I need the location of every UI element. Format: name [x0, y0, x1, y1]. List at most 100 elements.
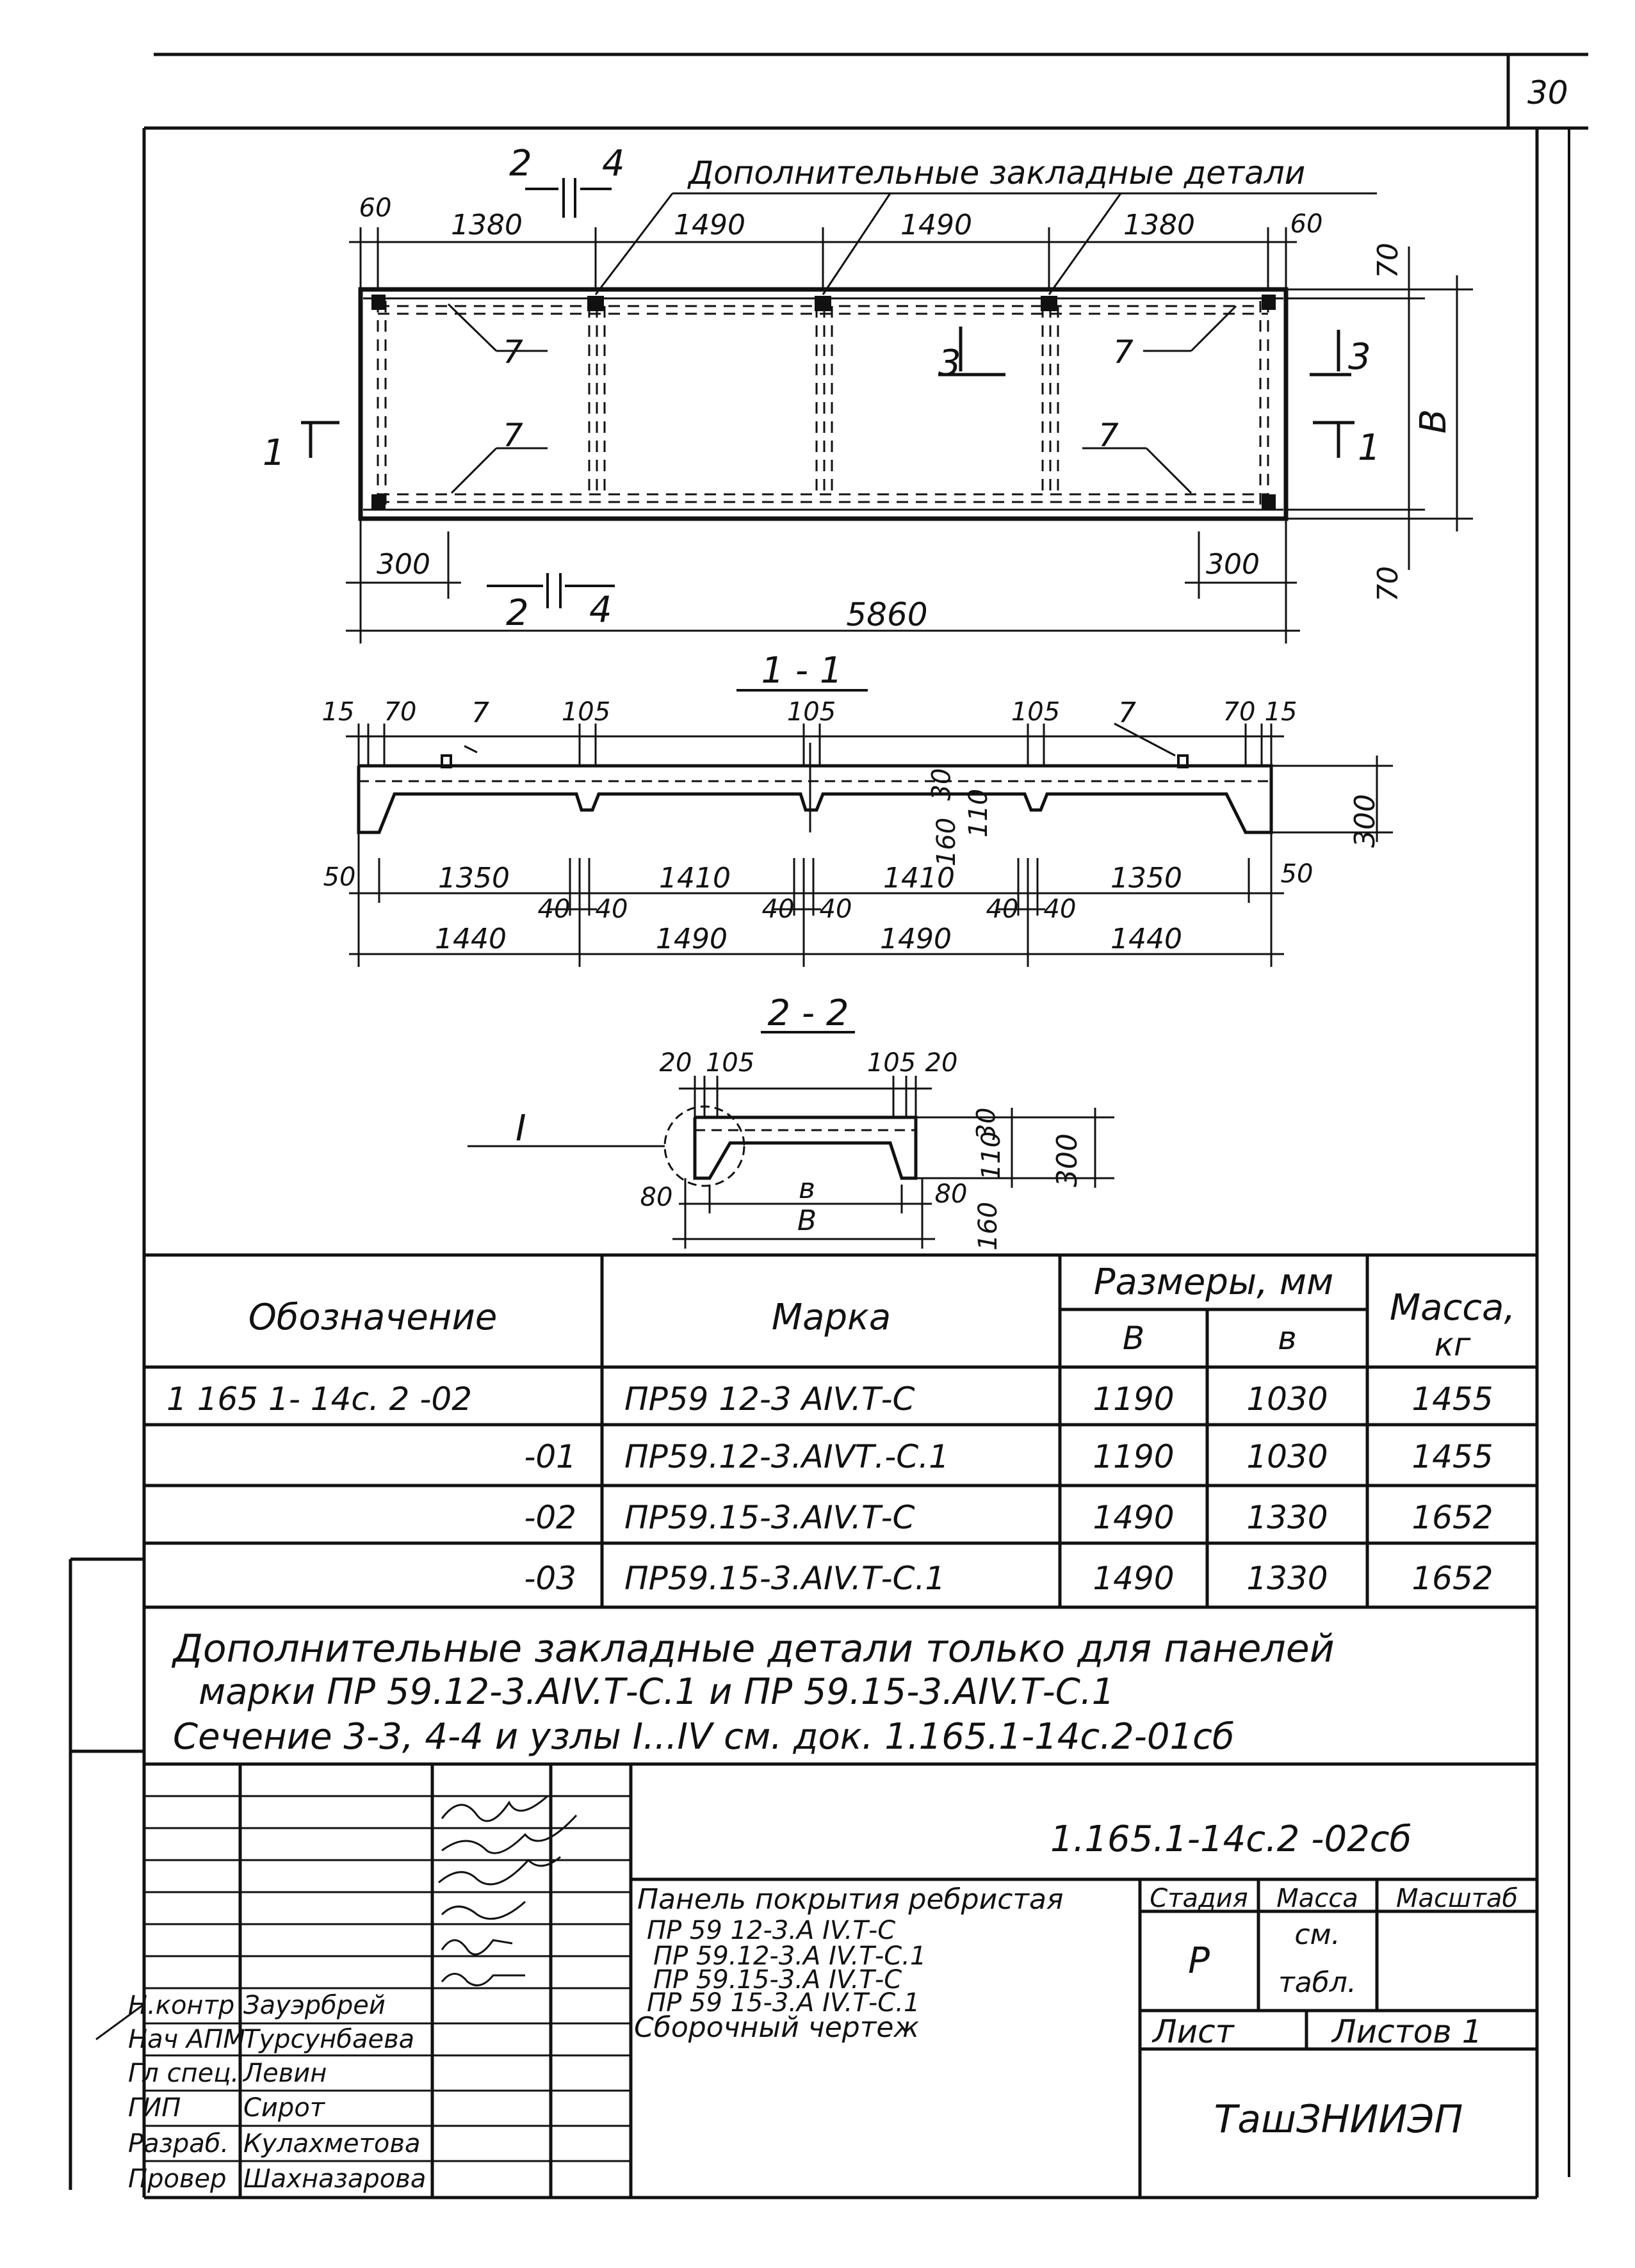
sec-dim: 20 [925, 1048, 958, 1078]
node-mark: I [516, 1108, 526, 1149]
cell-designation: 1 165 1- 14с. 2 -02 [167, 1381, 473, 1418]
cell-designation: -03 [524, 1560, 576, 1597]
sig-role: ГИП [128, 2093, 181, 2123]
note-line: марки ПР 59.12-3.АIV.Т-С.1 и ПР 59.15-3.… [199, 1671, 1115, 1713]
section-title: 2 - 2 [767, 992, 849, 1034]
callout-7: 7 [471, 697, 489, 729]
sec-dim: 1440 [435, 923, 507, 955]
sec-dim: 15 [321, 697, 355, 727]
sec-dim: 40 [537, 895, 571, 924]
col-header-dims: Размеры, мм [1093, 1261, 1334, 1303]
sheet-number: 30 [1527, 74, 1568, 111]
plan-dim: 1490 [674, 209, 745, 241]
stage-label: Стадия [1150, 1884, 1248, 1913]
sheets-label: Листов 1 [1332, 2013, 1483, 2050]
sig-role: Нач АПМ [128, 2025, 245, 2054]
sec-dim: 1440 [1110, 923, 1182, 955]
cell-mark: ПР59.15-3.АIV.Т-С.1 [624, 1560, 946, 1597]
callout-7: 7 [503, 417, 523, 454]
plan-dim: 1380 [451, 209, 523, 241]
sec-dim: 160 [973, 1201, 1004, 1251]
sec-dim: 20 [659, 1048, 692, 1078]
plan-title: Дополнительные закладные детали [688, 154, 1306, 191]
cell-designation: -01 [524, 1438, 576, 1475]
sec-dim: 40 [595, 895, 628, 924]
signature-2 [441, 1814, 578, 1854]
cell-b-lower: 1030 [1246, 1438, 1328, 1475]
sec-dim: 105 [866, 1048, 916, 1078]
cell-b-lower: 1030 [1246, 1381, 1328, 1418]
sec-dim: в [799, 1172, 815, 1205]
sig-name: Сирот [243, 2093, 325, 2123]
sec-dim: 1490 [656, 923, 728, 955]
cell-mass: 1455 [1411, 1438, 1493, 1475]
signature-6 [441, 1973, 525, 1987]
callout-7: 7 [503, 334, 523, 371]
sec-dim: 160 [932, 817, 962, 867]
signature-5 [441, 1939, 513, 1956]
sec-dim: 70 [1223, 697, 1256, 727]
sig-name: Зауэрбрей [243, 1991, 386, 2020]
mass-value: табл. [1278, 1966, 1356, 1999]
sig-role: Н.контр [128, 1991, 235, 2020]
mass-value: см. [1294, 1918, 1340, 1951]
sec-dim: 80 [934, 1179, 968, 1209]
organization: ТашЗНИИЭП [1214, 2097, 1463, 2142]
overall-dim: 5860 [846, 596, 928, 633]
cut-label: 3 [938, 343, 961, 384]
sec-dim: 80 [640, 1183, 673, 1212]
sec-dim: 15 [1264, 697, 1297, 727]
sec-dim: 105 [1011, 697, 1061, 727]
scale-label: Масштаб [1395, 1884, 1518, 1913]
signature-4 [441, 1900, 526, 1920]
col-header-designation: Обозначение [248, 1297, 498, 1338]
section-title: 1 - 1 [761, 650, 843, 692]
sec-height: 300 [1348, 794, 1381, 848]
doc-code: 1.165.1-14с.2 -02сб [1050, 1818, 1412, 1860]
sec-dim: 40 [1043, 895, 1077, 924]
note-line: Дополнительные закладные детали только д… [173, 1626, 1335, 1671]
sec-dim: 105 [561, 697, 611, 727]
col-header-mass-unit: кг [1434, 1326, 1471, 1363]
description-line: Панель покрытия ребристая [637, 1883, 1064, 1916]
stage-value: Р [1188, 1940, 1210, 1982]
sec-dim: В [797, 1204, 817, 1237]
plan-dim: 300 [377, 548, 430, 581]
cut-label: 3 [1348, 336, 1371, 378]
sec-dim: 70 [384, 697, 417, 727]
description-line: ПР 59.15-3.А IV.Т-С [653, 1965, 902, 1995]
sig-name: Турсунбаева [243, 2025, 415, 2054]
cut-label: 1 [263, 432, 286, 474]
plan-dim: 70 [1372, 566, 1404, 602]
sig-role: Разраб. [128, 2129, 229, 2159]
sig-role: Провер [128, 2164, 227, 2194]
plan-dim: 1380 [1123, 209, 1195, 241]
cell-b-upper: 1490 [1093, 1560, 1175, 1597]
cut-label: 4 [589, 589, 612, 631]
sec-height: 300 [1050, 1133, 1084, 1187]
col-header-mark: Марка [771, 1297, 891, 1338]
sec-dim: 1410 [659, 862, 731, 895]
sec-dim: 40 [819, 895, 852, 924]
cell-mass: 1652 [1411, 1560, 1493, 1597]
sheet-label: Лист [1153, 2013, 1234, 2050]
plan-dim: 60 [1290, 209, 1323, 239]
description-line: ПР 59 15-3.А IV.Т-С.1 [647, 1988, 920, 2018]
width-mark: В [1413, 409, 1455, 434]
cell-b-upper: 1190 [1093, 1438, 1175, 1475]
cell-mark: ПР59.15-3.АIV.Т-С [624, 1499, 915, 1536]
sec-dim: 1350 [438, 862, 510, 895]
callout-7: 7 [1118, 697, 1136, 729]
description-line: Сборочный чертеж [634, 2011, 920, 2044]
sec-dim: 1410 [883, 862, 955, 895]
sec-dim: 40 [761, 895, 795, 924]
mass-label: Масса [1276, 1884, 1358, 1913]
plan-dim: 300 [1206, 548, 1260, 581]
sig-name: Левин [243, 2059, 327, 2088]
sec-dim: 1350 [1110, 862, 1182, 895]
col-header-b-upper: В [1122, 1320, 1145, 1357]
cell-mark: ПР59 12-3 АIV.Т-С [624, 1381, 915, 1418]
sig-name: Кулахметова [243, 2129, 421, 2159]
callout-7: 7 [1098, 417, 1119, 454]
